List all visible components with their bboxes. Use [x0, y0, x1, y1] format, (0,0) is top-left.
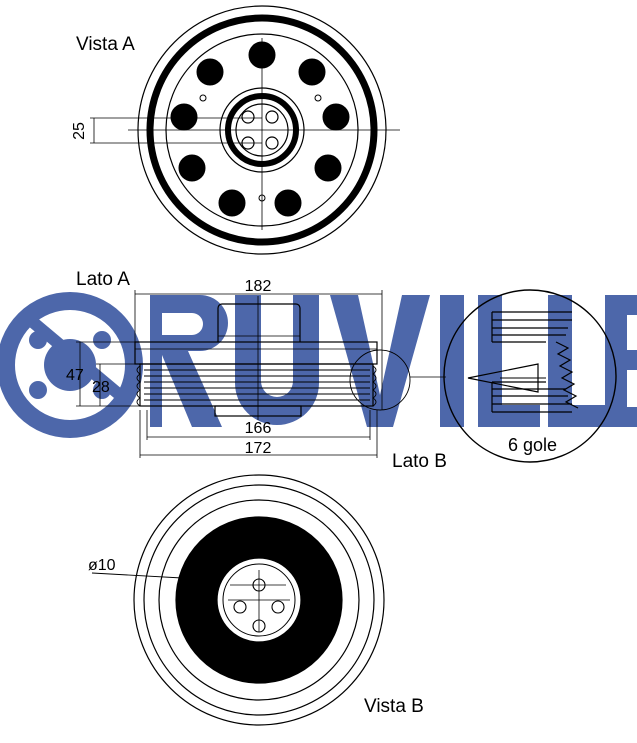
lato-b-label: Lato B [392, 451, 447, 472]
vista-b-label: Vista B [364, 696, 424, 717]
lightening-holes[interactable] [170, 41, 350, 217]
ruville-logo-icon [0, 292, 143, 438]
vista-a-label: Vista A [76, 34, 135, 55]
dim-phi-10: ø10 [88, 557, 116, 574]
dim-47: 47 [66, 367, 84, 384]
gole-label: 6 gole [508, 435, 557, 455]
ruville-watermark [0, 292, 637, 438]
groove-detail [443, 289, 617, 463]
lato-a-view [76, 290, 446, 458]
vista-a-view [90, 5, 400, 255]
dim-28: 28 [92, 379, 110, 396]
dim-25: 25 [71, 122, 88, 140]
lato-a-label: Lato A [76, 269, 130, 290]
vista-b-view [91, 474, 385, 726]
dim-182: 182 [245, 278, 272, 295]
dim-172: 172 [245, 440, 272, 457]
belt-grooves [136, 365, 377, 407]
dim-166: 166 [245, 420, 272, 437]
